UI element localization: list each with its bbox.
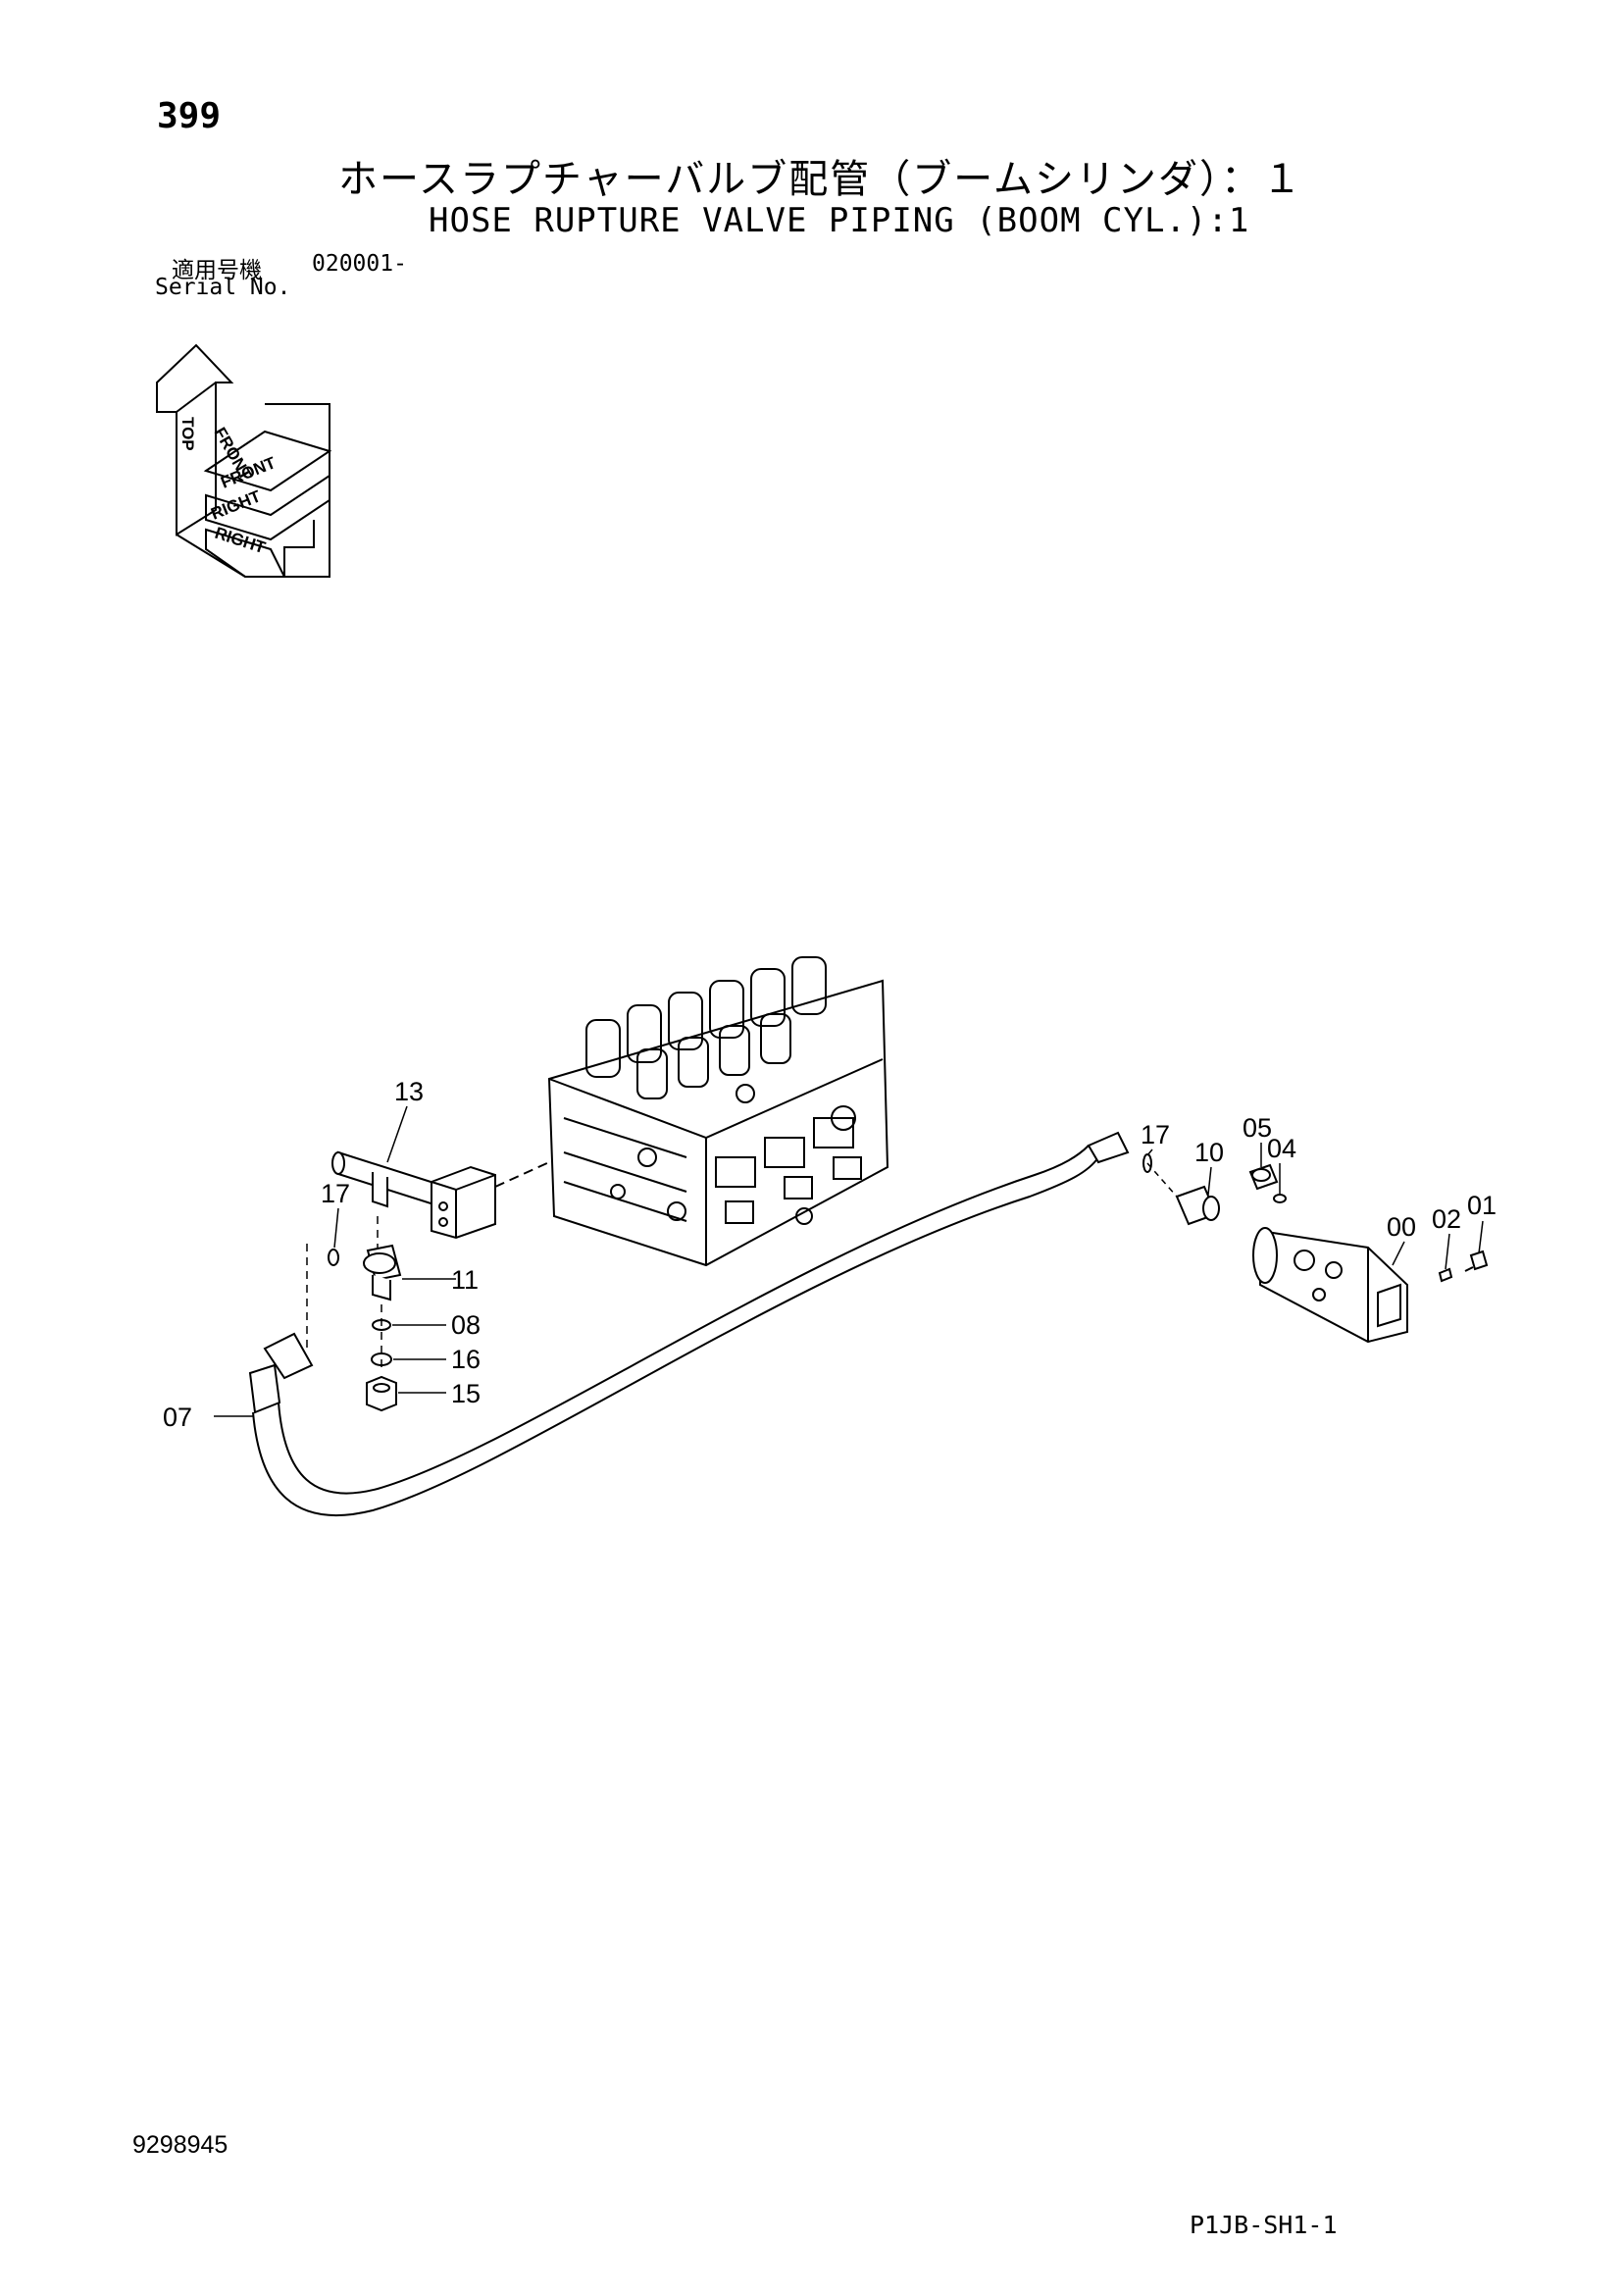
orientation-indicator: TOP FRONT FRONT RIGHT RIGHT: [156, 343, 332, 578]
serial-label-japanese: 適用号機: [172, 258, 262, 283]
callout-05: 05: [1243, 1113, 1272, 1143]
callout-17-right: 17: [1141, 1120, 1170, 1149]
part-10-connector: [1175, 1185, 1220, 1226]
callout-17-left: 17: [321, 1179, 350, 1208]
part-01-bolt: [1464, 1250, 1489, 1272]
part-02-washer: [1438, 1267, 1453, 1283]
part-15-nut: [366, 1375, 397, 1412]
callout-10: 10: [1194, 1138, 1224, 1167]
callout-11: 11: [451, 1265, 479, 1295]
part-05-plug: [1248, 1163, 1279, 1191]
part-07-hose: [248, 1131, 1130, 1516]
callout-04: 04: [1267, 1134, 1296, 1163]
page-number: 399: [157, 96, 222, 136]
part-17-o-ring-left: [328, 1249, 339, 1266]
callout-15: 15: [451, 1379, 481, 1408]
document-number: 9298945: [132, 2131, 228, 2159]
spool-caps: [585, 956, 827, 1099]
serial-label-english: Serial No.: [155, 275, 291, 300]
part-04-o-ring: [1273, 1194, 1287, 1203]
callout-13: 13: [394, 1077, 424, 1106]
callout-08: 08: [451, 1310, 481, 1340]
control-valve-assembly: [547, 956, 889, 1267]
title-english: HOSE RUPTURE VALVE PIPING (BOOM CYL.):1: [429, 201, 1250, 240]
callout-07: 07: [163, 1403, 192, 1432]
sheet-id: P1JB-SH1-1: [1190, 2211, 1338, 2239]
callout-16: 16: [451, 1345, 481, 1374]
orientation-right-label: RIGHT: [213, 524, 269, 558]
orientation-top-label: TOP: [178, 417, 197, 451]
part-13-tube-block: [331, 1150, 496, 1240]
title-japanese: ホースラプチャーバルブ配管（ブームシリンダ）：１: [338, 157, 1303, 202]
callout-01: 01: [1467, 1191, 1497, 1220]
serial-value: 020001-: [312, 251, 407, 277]
leader-lines: [214, 1105, 1484, 1417]
callout-02: 02: [1432, 1204, 1461, 1234]
part-11-fitting: [363, 1244, 402, 1301]
part-00-rupture-valve: [1252, 1227, 1408, 1344]
callout-00: 00: [1387, 1212, 1416, 1242]
